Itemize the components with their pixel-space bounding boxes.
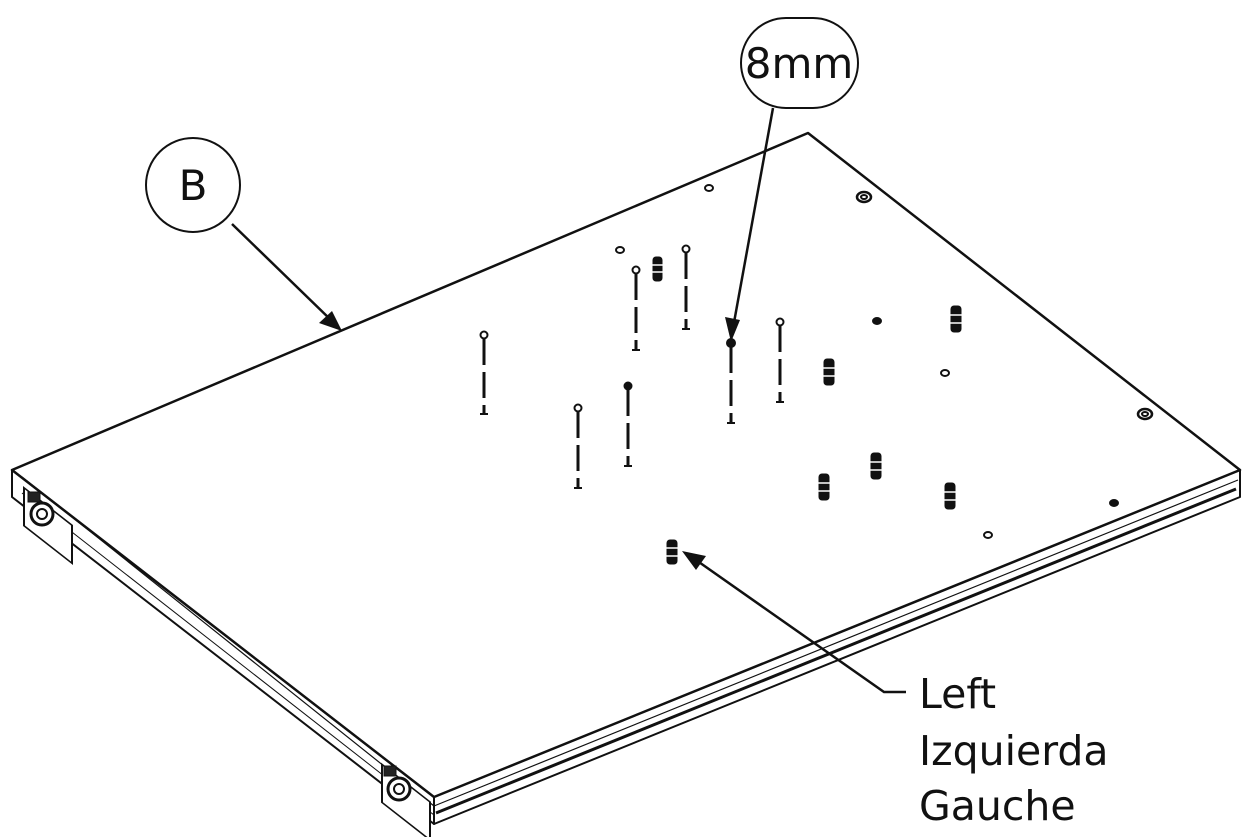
screw: [479, 330, 489, 415]
hole: [704, 184, 714, 192]
cam-dowel: [950, 305, 962, 333]
side-label-line-2: Izquierda: [919, 727, 1109, 775]
hole: [983, 531, 993, 539]
callout-b: B: [145, 137, 342, 331]
side-label-leader: [695, 558, 906, 694]
callout-8mm-label: 8mm: [745, 39, 854, 88]
callout-8mm-arrowhead: [725, 317, 740, 342]
hole: [872, 317, 882, 325]
cam-fitting-right: [381, 762, 431, 837]
callout-8mm-leader: [731, 107, 775, 329]
callout-b-leader: [231, 223, 334, 323]
side-label-line-3: Gauche: [919, 782, 1076, 830]
cam-fitting-left: [23, 485, 73, 566]
hole: [615, 246, 625, 254]
screw: [631, 265, 641, 351]
callout-b-arrowhead: [319, 311, 342, 331]
cam-dowel: [870, 452, 882, 480]
screws: [479, 244, 785, 489]
panel-b: [10, 131, 1242, 825]
cam-dowel: [818, 473, 830, 501]
screw: [775, 317, 785, 403]
cam-dowel: [944, 482, 956, 510]
side-label-line-1: Left: [919, 670, 996, 718]
cam-dowels: [652, 256, 962, 565]
hole: [940, 369, 950, 377]
callout-8mm-bubble: [740, 17, 859, 109]
callout-8mm: 8mm: [725, 17, 859, 342]
hole: [1141, 411, 1149, 417]
screw: [573, 403, 583, 489]
screw: [681, 244, 691, 330]
side-label: Left Izquierda Gauche: [682, 551, 1109, 830]
callout-b-bubble: [145, 137, 241, 233]
cam-dowel: [666, 539, 678, 565]
hole: [1109, 499, 1119, 507]
callout-b-label: B: [179, 161, 208, 210]
cam-dowel: [823, 358, 835, 386]
panel-holes: [615, 184, 1154, 539]
cam-dowel: [652, 256, 663, 282]
screw: [623, 381, 633, 467]
hole: [860, 194, 868, 200]
side-label-arrowhead: [682, 551, 706, 570]
